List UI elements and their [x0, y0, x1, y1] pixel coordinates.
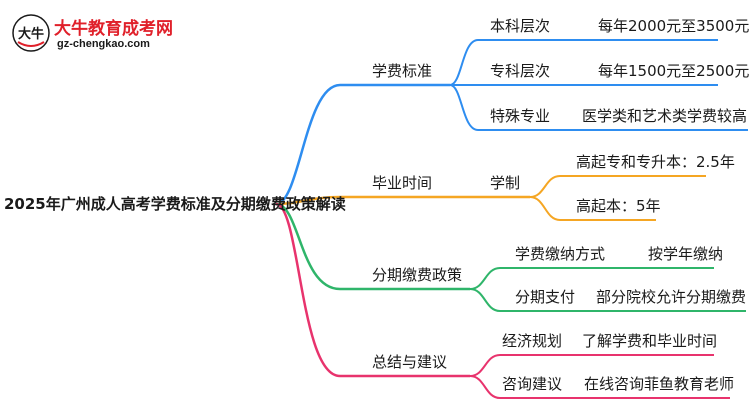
- leaf-study-system: 学制: [490, 174, 521, 192]
- connector-consult: [469, 375, 501, 399]
- connector-root-graduation: [275, 195, 341, 206]
- connector-system-upper: [529, 175, 561, 198]
- branch-graduation-time: 毕业时间: [372, 174, 433, 192]
- leaf-system-duration-1: 高起专和专升本：2.5年: [576, 153, 735, 171]
- brand-logo: 大牛: [10, 12, 52, 58]
- connector-root-installment: [275, 202, 341, 291]
- brand-url: gz-chengkao.com: [57, 38, 150, 50]
- leaf-installment-pay-detail: 部分院校允许分期缴费: [596, 288, 747, 306]
- leaf-undergrad-fee: 每年2000元至3500元: [598, 17, 750, 35]
- connector-root-summary: [275, 202, 341, 378]
- connector-system-lower: [529, 196, 561, 221]
- connector-fee-undergrad: [449, 39, 479, 86]
- connector-fee-special: [449, 84, 479, 131]
- connector-pay-split: [469, 288, 501, 312]
- connector-economic-plan: [469, 354, 501, 377]
- leaf-payment-method: 学费缴纳方式: [515, 245, 606, 263]
- leaf-consult-detail: 在线咨询菲鱼教育老师: [584, 375, 735, 393]
- connector-pay-method: [469, 267, 501, 290]
- leaf-system-duration-2: 高起本：5年: [576, 197, 661, 215]
- leaf-special-major: 特殊专业: [490, 107, 551, 125]
- leaf-consult: 咨询建议: [502, 375, 563, 393]
- leaf-economic-plan: 经济规划: [502, 332, 563, 350]
- root-topic: 2025年广州成人高考学费标准及分期缴费政策解读: [4, 195, 346, 213]
- branch-installment-policy: 分期缴费政策: [372, 266, 463, 284]
- leaf-economic-plan-detail: 了解学费和毕业时间: [582, 332, 718, 350]
- leaf-special-major-fee: 医学类和艺术类学费较高: [582, 107, 748, 125]
- brand-name: 大牛教育成考网: [54, 19, 173, 39]
- brand-seal-icon: 大牛: [12, 14, 50, 52]
- leaf-junior: 专科层次: [490, 62, 551, 80]
- connector-root-fee-standard: [275, 83, 341, 206]
- leaf-payment-method-detail: 按学年缴纳: [648, 245, 724, 263]
- leaf-undergrad: 本科层次: [490, 17, 551, 35]
- leaf-installment-pay: 分期支付: [515, 288, 576, 306]
- branch-fee-standard: 学费标准: [372, 62, 433, 80]
- branch-summary-advice: 总结与建议: [372, 353, 448, 371]
- brand-seal-text: 大牛: [18, 26, 44, 42]
- leaf-junior-fee: 每年1500元至2500元: [598, 62, 750, 80]
